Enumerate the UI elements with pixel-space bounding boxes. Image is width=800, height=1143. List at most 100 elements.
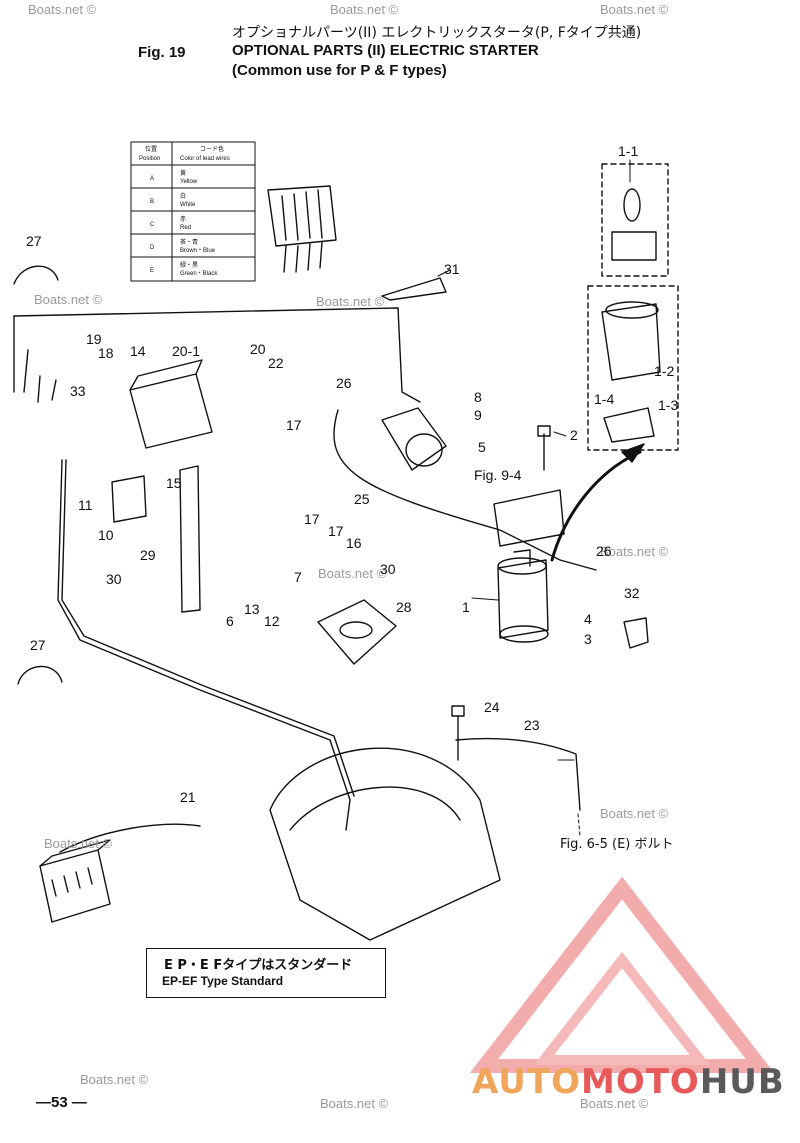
- callout-22: 22: [268, 355, 284, 371]
- label-fig-6-5: Fig. 6-5 (E) ボルト: [560, 837, 674, 852]
- starter-part-box-1-1: [601, 163, 669, 277]
- callout-12: 12: [264, 613, 280, 629]
- table-row-color: Brown・Blue: [180, 248, 216, 254]
- logo-text-moto: MOTO: [580, 1062, 700, 1102]
- bracket-fig-9-4: [493, 489, 565, 547]
- figure-label: Fig. 19: [138, 44, 186, 61]
- watermark-text: Boats.net ©: [318, 566, 387, 581]
- callout-24: 24: [484, 699, 500, 715]
- callout-16: 16: [346, 535, 362, 551]
- callout-30: 30: [380, 561, 396, 577]
- cable-23: [455, 737, 581, 811]
- callout-27: 27: [26, 233, 42, 249]
- table-header-color: Color of lead wires: [180, 156, 230, 162]
- callout-14: 14: [130, 343, 146, 359]
- logo-text-auto: AUTO: [472, 1062, 581, 1102]
- callout-28: 28: [396, 599, 412, 615]
- callout-17: 17: [286, 417, 302, 433]
- plate-28: [317, 599, 397, 665]
- note-line-english: EP-EF Type Standard: [162, 974, 284, 988]
- note-line-japanese: E P・E Fタイプはスタンダード: [164, 958, 353, 973]
- watermark-text: Boats.net ©: [600, 806, 669, 821]
- watermark-text: Boats.net ©: [28, 2, 97, 17]
- callout-26: 26: [336, 375, 352, 391]
- table-row-pos: D: [150, 245, 155, 251]
- callout-23: 23: [524, 717, 540, 733]
- table-row-color: Green・Black: [180, 271, 218, 277]
- callout-9: 9: [474, 407, 482, 423]
- page-number: —53 —: [36, 1094, 87, 1111]
- title-japanese: オプショナルパーツ(II) エレクトリックスタータ(P, Fタイプ共通): [232, 25, 642, 41]
- terminal-block-illustration: [267, 185, 337, 273]
- lead-wire-color-table: [130, 141, 256, 282]
- callout-17: 17: [328, 523, 344, 539]
- battery-illustration: [39, 823, 201, 923]
- automotohub-logo: AUTOMOTOHUB: [472, 1062, 785, 1102]
- circlip-27-lower: [17, 665, 63, 685]
- callout-1-1: 1-1: [618, 143, 638, 159]
- table-row-color: White: [180, 202, 196, 208]
- engine-lower-housing: [269, 747, 501, 941]
- callout-1-2: 1-2: [654, 363, 674, 379]
- watermark-text: Boats.net ©: [316, 294, 385, 309]
- cap-32: [623, 617, 649, 649]
- table-row-jp: 黄: [180, 169, 186, 177]
- callout-25: 25: [354, 491, 370, 507]
- logo-text-hub: HUB: [699, 1062, 785, 1102]
- callout-13: 13: [244, 601, 260, 617]
- table-row-jp: 白: [180, 192, 186, 200]
- watermark-text: Boats.net ©: [34, 292, 103, 307]
- table-row-jp: 茶・青: [180, 238, 198, 246]
- callout-31: 31: [444, 261, 460, 277]
- battery-cable-21: [57, 459, 351, 831]
- callout-4: 4: [584, 611, 592, 627]
- regulator-10: [111, 475, 147, 523]
- callout-6: 6: [226, 613, 234, 629]
- page-title: OPTIONAL PARTS (II) ELECTRIC STARTER: [232, 42, 539, 59]
- callout-19: 19: [86, 331, 102, 347]
- callout-29: 29: [140, 547, 156, 563]
- table-row-jp: 赤: [180, 216, 186, 223]
- callout-27: 27: [30, 637, 46, 653]
- callout-30: 30: [106, 571, 122, 587]
- table-row-color: Red: [180, 225, 191, 231]
- watermark-text: Boats.net ©: [330, 2, 399, 17]
- table-row-jp: 緑・黒: [180, 261, 198, 269]
- standard-type-note-box: [146, 948, 386, 998]
- wire-harness-top: [13, 307, 421, 403]
- callout-17: 17: [304, 511, 320, 527]
- watermark-text: Boats.net ©: [600, 2, 669, 17]
- table-header-position: Position: [139, 156, 160, 162]
- callout-8: 8: [474, 389, 482, 405]
- watermark-text: Boats.net ©: [320, 1096, 389, 1111]
- table-header-color-jp: コード色: [200, 145, 224, 153]
- label-fig-9-4: Fig. 9-4: [474, 467, 522, 483]
- callout-26: 26: [596, 543, 612, 559]
- callout-7: 7: [294, 569, 302, 585]
- callout-10: 10: [98, 527, 114, 543]
- page-subtitle: (Common use for P & F types): [232, 62, 447, 79]
- cover-31: [381, 277, 447, 301]
- callout-18: 18: [98, 345, 114, 361]
- callout-21: 21: [180, 789, 196, 805]
- callout-15: 15: [166, 475, 182, 491]
- callout-1: 1: [462, 599, 470, 615]
- table-row-pos: A: [150, 176, 154, 182]
- table-row-color: Yellow: [180, 179, 198, 185]
- callout-1-4: 1-4: [594, 391, 614, 407]
- watermark-triangle-logo: [469, 876, 775, 1073]
- callout-33: 33: [70, 383, 86, 399]
- arrow-pointer: [550, 450, 642, 562]
- callout-32: 32: [624, 585, 640, 601]
- watermark-text: Boats.net ©: [580, 1096, 649, 1111]
- bracket-6: [179, 465, 201, 613]
- circlip-27: [13, 265, 59, 285]
- callout-3: 3: [584, 631, 592, 647]
- starter-relay-5: [381, 407, 447, 471]
- watermark-text: Boats.net ©: [80, 1072, 149, 1087]
- callout-20-1: 20-1: [172, 343, 200, 359]
- callout-11: 11: [78, 497, 93, 513]
- cable-25: [333, 409, 597, 571]
- table-row-pos: B: [150, 199, 154, 205]
